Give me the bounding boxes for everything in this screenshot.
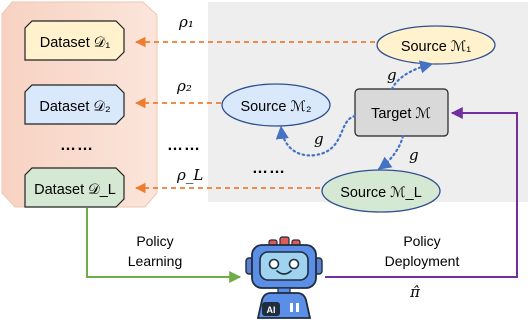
- pi-hat-label: π̂: [409, 283, 421, 301]
- policy-learning-line2: Learning: [128, 253, 183, 269]
- ellipsis-datasets: ……: [60, 137, 94, 154]
- policy-deployment-line1: Policy: [403, 233, 440, 249]
- dataset-box-2: Dataset 𝒟₂: [24, 84, 125, 125]
- dataset-l-label: Dataset 𝒟_L: [34, 182, 116, 198]
- target-label: Target ℳ: [371, 106, 431, 122]
- policy-learning-line1: Policy: [136, 233, 173, 249]
- source-l-label: Source ℳ_L: [340, 185, 422, 201]
- policy-deployment-line2: Deployment: [385, 253, 460, 269]
- dataset-box-1: Dataset 𝒟₁: [24, 20, 125, 61]
- g-l-label: g: [409, 146, 419, 164]
- target-box: Target ℳ: [354, 88, 449, 137]
- g-2-label: g: [314, 130, 324, 148]
- source-l: Source ℳ_L: [321, 169, 441, 213]
- source-2: Source ℳ₂: [221, 83, 331, 127]
- rho-l-label: ρ_L: [176, 166, 203, 184]
- g-1-label: g: [387, 66, 397, 84]
- ellipsis-rho: ……: [167, 137, 201, 154]
- robot-badge-label: AI: [267, 305, 276, 315]
- source-1-label: Source ℳ₁: [401, 39, 471, 55]
- policy-deployment-arrow: [325, 107, 518, 278]
- policy-learning-arrow: [86, 208, 242, 283]
- source-2-label: Source ℳ₂: [240, 99, 311, 115]
- g-arrow-1: [390, 60, 434, 91]
- dataset-box-l: Dataset 𝒟_L: [24, 167, 125, 208]
- g-arrow-l: [377, 134, 405, 171]
- ellipsis-sources: ……: [252, 160, 286, 177]
- rho-2-label: ρ₂: [176, 77, 192, 95]
- dataset-2-label: Dataset 𝒟₂: [39, 99, 110, 115]
- rho-1-label: ρ₁: [178, 13, 194, 31]
- dataset-1-label: Dataset 𝒟₁: [40, 35, 111, 51]
- robot-icon: AI: [245, 236, 323, 319]
- source-1: Source ℳ₁: [376, 25, 496, 65]
